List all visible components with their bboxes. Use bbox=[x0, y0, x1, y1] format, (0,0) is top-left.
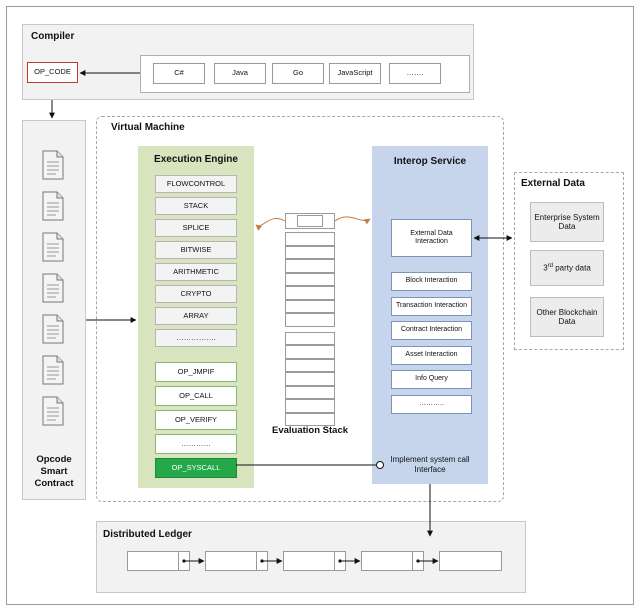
language-more: ……. bbox=[389, 63, 441, 84]
document-icon bbox=[42, 191, 64, 221]
engine-module: CRYPTO bbox=[155, 285, 237, 303]
engine-op: OP_JMPIF bbox=[155, 362, 237, 382]
language-javascript: JavaScript bbox=[329, 63, 381, 84]
engine-op: OP_CALL bbox=[155, 386, 237, 406]
stack-slot bbox=[285, 412, 335, 426]
engine-module: ……………. bbox=[155, 329, 237, 347]
interop-service-title: Interop Service bbox=[393, 156, 467, 167]
opcode-contract-label-line2: Smart bbox=[40, 465, 68, 477]
stack-slot bbox=[285, 313, 335, 327]
interop-item: Info Query bbox=[391, 370, 472, 389]
stack-slot bbox=[285, 385, 335, 399]
opcode-contract-label-line1: Opcode bbox=[36, 454, 72, 465]
stack-slot bbox=[285, 245, 335, 259]
syscall-interface-label: Implement system call Interface bbox=[390, 455, 470, 474]
third-party-data-box: 3rd party data bbox=[530, 250, 604, 286]
stack-top-cell bbox=[297, 215, 323, 227]
enterprise-system-data-box: Enterprise System Data bbox=[530, 202, 604, 242]
external-data-interaction-box: External Data Interaction bbox=[391, 219, 472, 257]
ledger-block bbox=[283, 551, 346, 571]
engine-module: SPLICE bbox=[155, 219, 237, 237]
execution-engine-title: Execution Engine bbox=[154, 154, 238, 165]
interop-item: Contract Interaction bbox=[391, 321, 472, 340]
ledger-block-divider bbox=[412, 551, 413, 571]
ledger-block bbox=[361, 551, 424, 571]
ledger-block bbox=[205, 551, 268, 571]
engine-module: STACK bbox=[155, 197, 237, 215]
stack-slot bbox=[285, 345, 335, 359]
other-blockchain-data-box: Other Blockchain Data bbox=[530, 297, 604, 337]
language-java: Java bbox=[214, 63, 266, 84]
distributed-ledger-title: Distributed Ledger bbox=[103, 529, 192, 540]
external-data-frame: External Data bbox=[514, 172, 624, 350]
compiler-title: Compiler bbox=[31, 31, 75, 42]
opcode-contract-label-line3: Contract bbox=[34, 477, 74, 489]
ledger-block-divider bbox=[334, 551, 335, 571]
ledger-block bbox=[127, 551, 190, 571]
op-syscall-box: OP_SYSCALL bbox=[155, 458, 237, 478]
opcode-contract-panel bbox=[22, 120, 86, 500]
ledger-block-divider bbox=[178, 551, 179, 571]
language-csharp: C# bbox=[153, 63, 205, 84]
stack-slot bbox=[285, 372, 335, 386]
stack-slot bbox=[285, 399, 335, 413]
document-icon bbox=[42, 396, 64, 426]
interop-item: ……….. bbox=[391, 394, 472, 414]
diagram-frame bbox=[6, 6, 634, 605]
op-code-box: OP_CODE bbox=[27, 62, 78, 83]
engine-module: FLOWCONTROL bbox=[155, 175, 237, 193]
language-go: Go bbox=[272, 63, 324, 84]
engine-module: BITWISE bbox=[155, 241, 237, 259]
third-party-data-label: 3rd party data bbox=[543, 263, 591, 273]
interop-item: Block Interaction bbox=[391, 272, 472, 291]
interop-item: Transaction Interaction bbox=[391, 296, 472, 316]
engine-module: ARITHMETIC bbox=[155, 263, 237, 281]
engine-op: ………… bbox=[155, 434, 237, 454]
ledger-block-divider bbox=[256, 551, 257, 571]
engine-op: OP_VERIFY bbox=[155, 410, 237, 430]
stack-slot bbox=[285, 286, 335, 300]
document-icon bbox=[42, 355, 64, 385]
virtual-machine-frame: Virtual Machine bbox=[96, 116, 504, 502]
stack-slot bbox=[285, 358, 335, 372]
stack-slot bbox=[285, 232, 335, 246]
document-icon bbox=[42, 273, 64, 303]
evaluation-stack-label: Evaluation Stack bbox=[271, 425, 349, 436]
external-data-title: External Data bbox=[521, 178, 585, 189]
stack-slot bbox=[285, 259, 335, 273]
document-icon bbox=[42, 314, 64, 344]
interop-item: Asset Interaction bbox=[391, 345, 472, 365]
stack-slot bbox=[285, 331, 335, 345]
virtual-machine-title: Virtual Machine bbox=[111, 122, 185, 133]
stack-slot bbox=[285, 272, 335, 286]
opcode-contract-label: Opcode Smart Contract bbox=[22, 454, 86, 490]
ledger-block bbox=[439, 551, 502, 571]
document-icon bbox=[42, 232, 64, 262]
document-icon bbox=[42, 150, 64, 180]
engine-module: ARRAY bbox=[155, 307, 237, 325]
stack-slot bbox=[285, 299, 335, 313]
